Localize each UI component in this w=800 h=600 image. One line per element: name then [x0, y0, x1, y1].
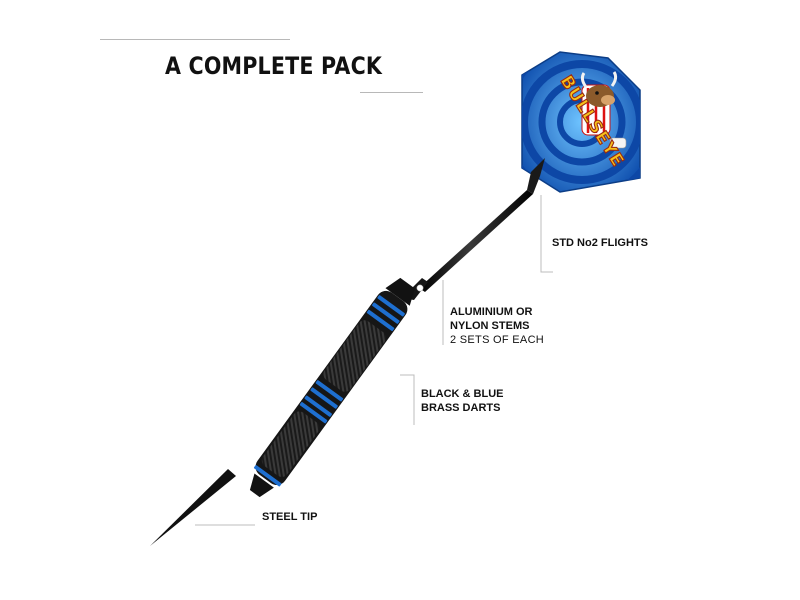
title-top-rule: [100, 39, 290, 40]
callout-stems-line1: ALUMINIUM OR: [450, 306, 533, 318]
callout-flights-label: STD No2 FLIGHTS: [552, 237, 648, 249]
callout-stems-line3: 2 SETS OF EACH: [450, 334, 545, 346]
barrel: [249, 277, 415, 498]
steel-tip: [150, 469, 236, 546]
page-title: A COMPLETE PACK: [165, 52, 383, 80]
stem: [402, 157, 545, 300]
callout-stems: ALUMINIUM OR NYLON STEMS 2 SETS OF EACH: [450, 305, 544, 347]
flights-leader-line: [540, 195, 553, 273]
callout-darts: BLACK & BLUE BRASS DARTS: [421, 387, 504, 415]
stem-ring-icon: [416, 284, 424, 292]
blue-rings: [253, 295, 405, 487]
callout-darts-line2: BRASS DARTS: [421, 402, 501, 414]
title-bottom-rule: [360, 92, 423, 93]
bull-mascot-icon: [580, 71, 627, 149]
flight: BULLSEYE: [521, 51, 641, 193]
darts-leader-line: [400, 374, 415, 425]
callout-tip: STEEL TIP: [262, 510, 317, 524]
callout-stems-line2: NYLON STEMS: [450, 320, 530, 332]
callout-flights: STD No2 FLIGHTS: [552, 236, 648, 250]
callout-tip-label: STEEL TIP: [262, 511, 318, 523]
callout-darts-line1: BLACK & BLUE: [421, 388, 504, 400]
